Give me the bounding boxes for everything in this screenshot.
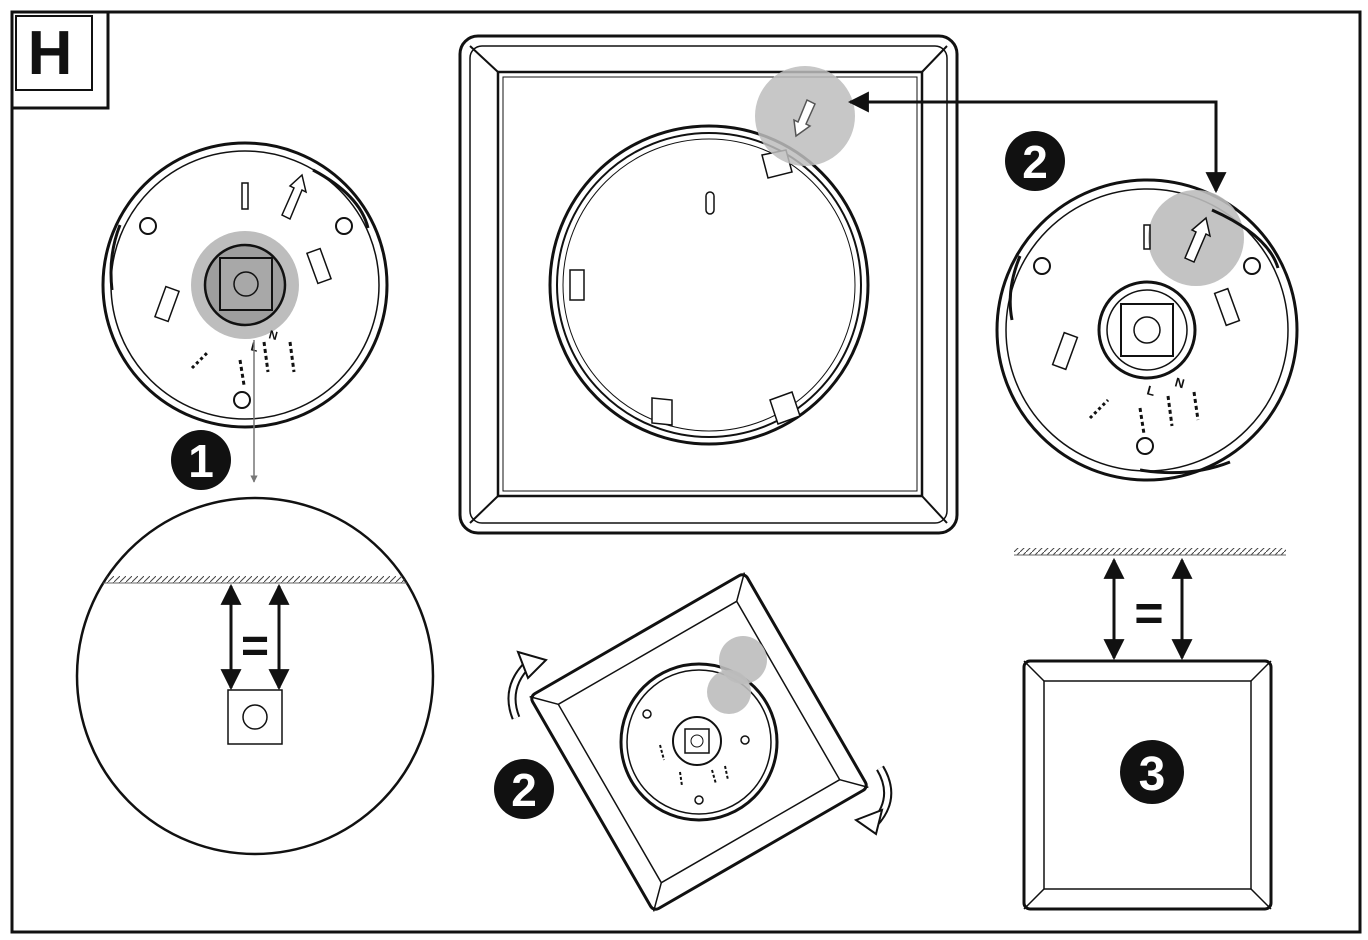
wire-label-neutral: N — [267, 327, 279, 343]
rotate-arrow-right-icon — [853, 765, 893, 836]
panel-label: H — [10, 10, 110, 110]
step-1-badge: 1 — [171, 430, 231, 490]
step-3-badge: 3 — [1120, 740, 1184, 804]
wire-label-live-right: L — [1145, 382, 1157, 399]
rotated-frame-base — [619, 636, 779, 822]
rotate-arrow-left-icon — [507, 650, 548, 720]
square-frame-large — [458, 34, 959, 535]
alignment-arrow — [847, 91, 1227, 194]
step-2-badge-bottom: 2 — [494, 759, 554, 819]
svg-text:2: 2 — [1022, 136, 1048, 188]
panel-letter: H — [28, 19, 73, 88]
equal-sign-left: = — [241, 620, 269, 673]
mounting-base-top-left: L N — [101, 141, 389, 429]
mounting-base-right: L N — [995, 178, 1299, 482]
step-2-badge-right: 2 — [1005, 131, 1065, 191]
svg-text:2: 2 — [511, 764, 537, 816]
equal-sign-right: = — [1134, 585, 1163, 641]
equal-spacing-arrows: = — [1103, 557, 1193, 661]
ceiling-line — [1014, 548, 1286, 556]
wire-label-neutral-right: N — [1173, 374, 1186, 391]
svg-text:1: 1 — [188, 435, 214, 487]
svg-text:3: 3 — [1139, 748, 1166, 801]
zoom-detail-circle: = — [75, 496, 435, 856]
